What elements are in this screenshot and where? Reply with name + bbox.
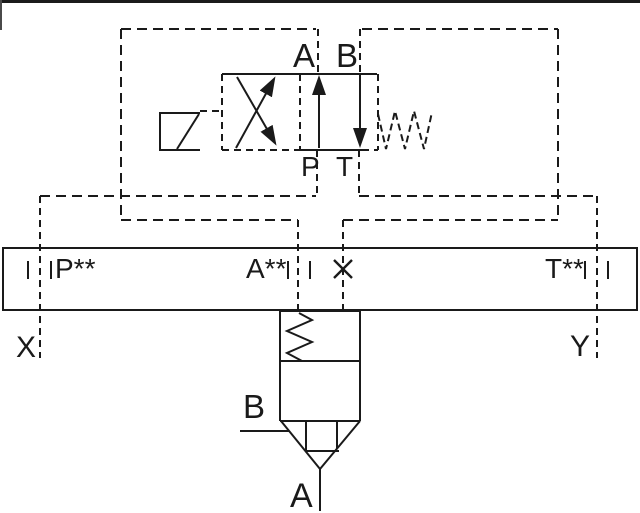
solenoid-icon	[159, 110, 221, 151]
cartridge-valve-symbol: B A	[240, 310, 361, 513]
pilot-circuit-dashed-box	[40, 28, 597, 221]
scan-edge-left	[0, 0, 2, 30]
pilot-port-b-label: B	[336, 37, 358, 74]
port-y-label: Y	[570, 330, 590, 363]
crossed-arrows-icon	[235, 76, 277, 149]
cover-port-t-label: T**	[545, 253, 584, 284]
cartridge-port-a-label: A	[290, 477, 313, 513]
cover-plate-body	[2, 247, 638, 311]
cover-plate-ports: P** A** T**	[27, 253, 609, 284]
pilot-port-p-label: P	[301, 151, 320, 182]
cover-port-a-label: A**	[246, 253, 287, 284]
pilot-port-a-label: A	[293, 37, 315, 74]
control-spring-icon	[284, 312, 315, 362]
return-spring-icon	[377, 110, 433, 150]
pilot-valve-symbol: A B P T	[159, 37, 433, 182]
cover-plate	[2, 247, 638, 311]
poppet-cone-icon	[280, 420, 361, 470]
closed-port-x-icon	[333, 259, 353, 279]
pilot-port-t-label: T	[336, 151, 353, 182]
cover-port-p-label: P**	[55, 253, 96, 284]
scan-edge-top	[0, 0, 640, 3]
cartridge-port-b-label: B	[243, 388, 265, 425]
flow-arrows-icon	[312, 75, 367, 148]
pilot-connection-lines	[39, 29, 598, 358]
port-x-label: X	[16, 331, 36, 364]
